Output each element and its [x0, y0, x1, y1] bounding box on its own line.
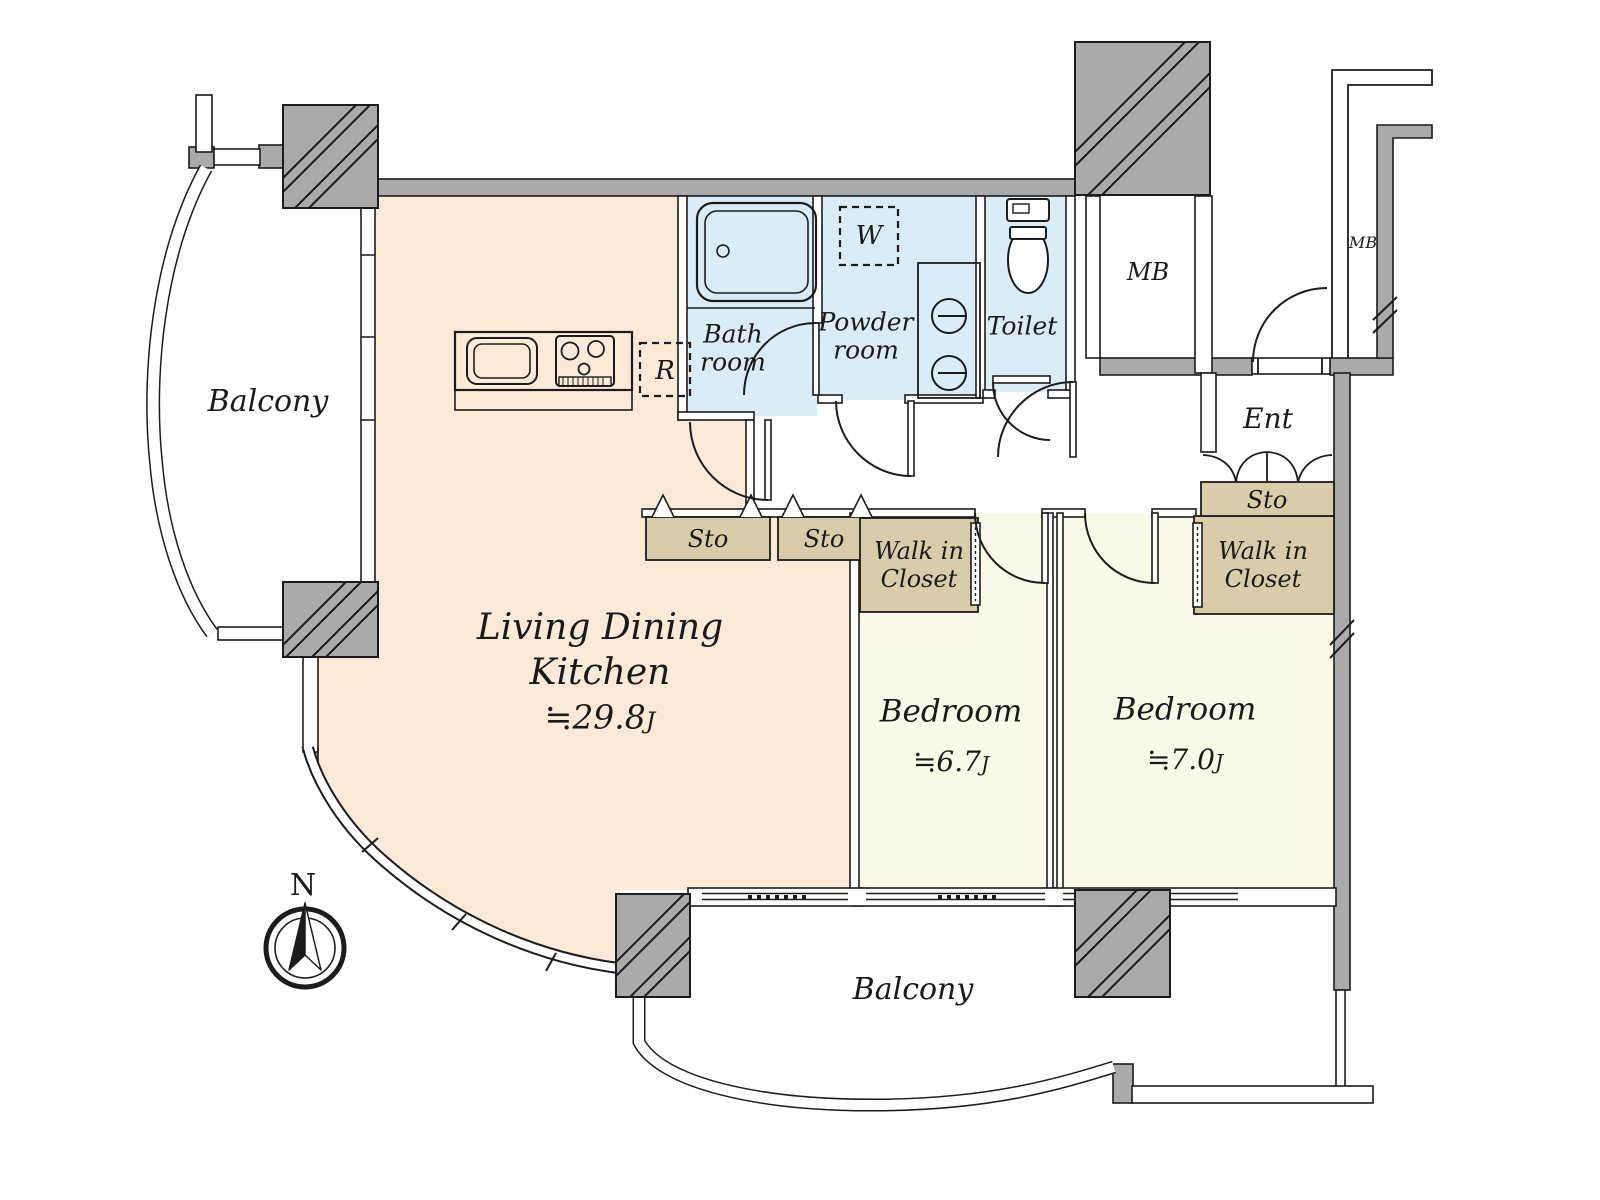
label-balcony-bottom: Balcony	[852, 972, 974, 1007]
label-ldk-line1: Living Dining	[476, 607, 724, 648]
label-entrance: Ent	[1243, 402, 1293, 435]
label-compass-north: N	[289, 868, 317, 903]
label-bathroom-line2: room	[700, 347, 766, 377]
kitchen-sink	[466, 337, 538, 385]
entrance-closet-doors	[1202, 451, 1333, 483]
label-bedroom1-name: Bedroom	[879, 693, 1023, 730]
corridor-outline	[1257, 69, 1433, 374]
label-ldk-line2: Kitchen	[529, 652, 671, 693]
label-sto-entrance: Sto	[1246, 486, 1288, 514]
label-toilet: Toilet	[986, 311, 1058, 341]
ldk-floor	[283, 196, 856, 970]
label-bedroom2-name: Bedroom	[1113, 691, 1257, 728]
label-balcony-left: Balcony	[207, 384, 329, 419]
room-fills	[283, 196, 1336, 970]
washer-space	[838, 205, 900, 267]
label-meter-box-corridor: MB	[1348, 233, 1378, 252]
structural-pillars	[282, 41, 1211, 998]
label-wic2-line1: Walk in	[1218, 537, 1308, 565]
label-powder-line1: Powder	[818, 307, 914, 337]
toilet-fixture	[1006, 198, 1050, 294]
label-washer: W	[855, 221, 883, 251]
vanity-sinks	[917, 262, 981, 399]
bathroom-floor	[685, 196, 817, 416]
label-bedroom1-area: ≒6.7J	[912, 745, 990, 778]
label-meter-box: MB	[1126, 258, 1170, 286]
label-refrigerator: R	[655, 356, 675, 386]
label-wic1-line2: Closet	[880, 565, 958, 593]
balcony-edges	[146, 164, 1116, 1112]
sliding-door-dashes	[974, 527, 1199, 603]
pillar-hatching	[282, 41, 1211, 998]
ldk-curved-window-wall	[302, 746, 619, 974]
powder-room-floor	[818, 196, 980, 400]
label-wic2-line2: Closet	[1224, 565, 1302, 593]
label-powder-line2: room	[833, 335, 899, 365]
toilet-floor	[983, 196, 1070, 392]
label-ldk-area: ≒29.8J	[544, 697, 656, 737]
kitchen-counter	[453, 330, 634, 411]
partition-walls	[195, 94, 1374, 1104]
wall-break-marks	[1329, 296, 1398, 659]
storage-units	[645, 481, 1335, 615]
refrigerator-space	[638, 341, 692, 398]
label-sto-2: Sto	[803, 525, 845, 553]
label-sto-1: Sto	[687, 525, 729, 553]
kitchen-stove	[555, 335, 615, 387]
compass-icon	[263, 902, 347, 990]
bathtub	[687, 201, 818, 309]
gray-walls	[188, 124, 1433, 1104]
label-bathroom-line1: Bath	[703, 319, 763, 349]
dashed-appliance-boxes	[638, 205, 900, 398]
door-swing-arcs	[689, 287, 1328, 584]
label-bedroom2-area: ≒7.0J	[1146, 743, 1224, 776]
label-wic1-line1: Walk in	[874, 537, 964, 565]
